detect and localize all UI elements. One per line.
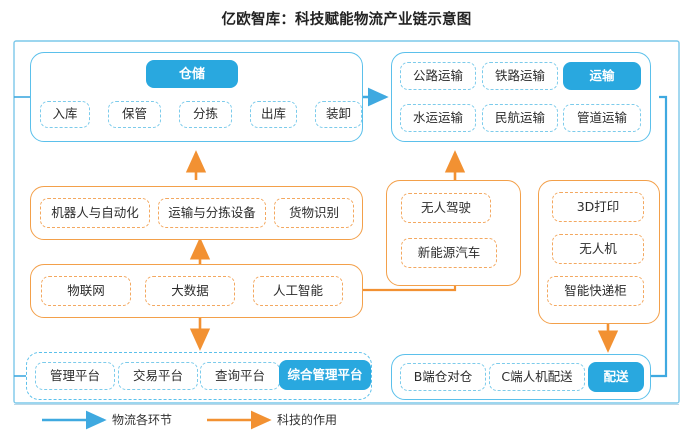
tech-autonomous-driving[interactable]: 无人驾驶 <box>401 193 491 223</box>
platform-management[interactable]: 管理平台 <box>35 362 115 390</box>
warehouse-step-chuku[interactable]: 出库 <box>250 101 297 128</box>
legend-label-logistics: 物流各环节 <box>112 413 173 427</box>
platform-query[interactable]: 查询平台 <box>200 362 280 390</box>
tech-smart-locker[interactable]: 智能快递柜 <box>547 276 644 306</box>
tech-iot[interactable]: 物联网 <box>41 276 131 306</box>
transport-header-chip[interactable]: 运输 <box>563 62 641 90</box>
warehouse-step-baoguan[interactable]: 保管 <box>108 101 161 128</box>
platform-trading[interactable]: 交易平台 <box>118 362 198 390</box>
tech-drone[interactable]: 无人机 <box>552 234 644 264</box>
delivery-c-end-robot[interactable]: C端人机配送 <box>489 363 585 391</box>
warehouse-header-chip[interactable]: 仓储 <box>146 60 238 88</box>
legend-divider <box>14 404 679 405</box>
page-title: 亿欧智库：科技赋能物流产业链示意图 <box>221 12 472 28</box>
transport-mode-guandao[interactable]: 管道运输 <box>563 104 641 132</box>
platform-integrated-header[interactable]: 综合管理平台 <box>279 360 371 390</box>
transport-mode-gonglu[interactable]: 公路运输 <box>400 62 476 90</box>
delivery-b2b-warehouse[interactable]: B端仓对仓 <box>400 363 486 391</box>
legend-label-technology: 科技的作用 <box>277 413 338 427</box>
transport-mode-minhang[interactable]: 民航运输 <box>482 104 558 132</box>
tech-robotics-automation[interactable]: 机器人与自动化 <box>40 198 150 228</box>
warehouse-step-ruku[interactable]: 入库 <box>40 101 90 128</box>
tech-ai[interactable]: 人工智能 <box>253 276 343 306</box>
delivery-header-chip[interactable]: 配送 <box>588 362 644 392</box>
transport-mode-shuiyun[interactable]: 水运运输 <box>400 104 476 132</box>
tech-3d-printing[interactable]: 3D打印 <box>552 192 644 222</box>
tech-big-data[interactable]: 大数据 <box>145 276 235 306</box>
tech-cargo-recognition[interactable]: 货物识别 <box>274 198 354 228</box>
transport-mode-tielu[interactable]: 铁路运输 <box>482 62 558 90</box>
warehouse-step-zhuangxie[interactable]: 装卸 <box>315 101 362 128</box>
tech-new-energy-vehicle[interactable]: 新能源汽车 <box>401 238 497 268</box>
tech-transport-sorting-equipment[interactable]: 运输与分拣设备 <box>158 198 266 228</box>
warehouse-step-fenjian[interactable]: 分拣 <box>179 101 232 128</box>
